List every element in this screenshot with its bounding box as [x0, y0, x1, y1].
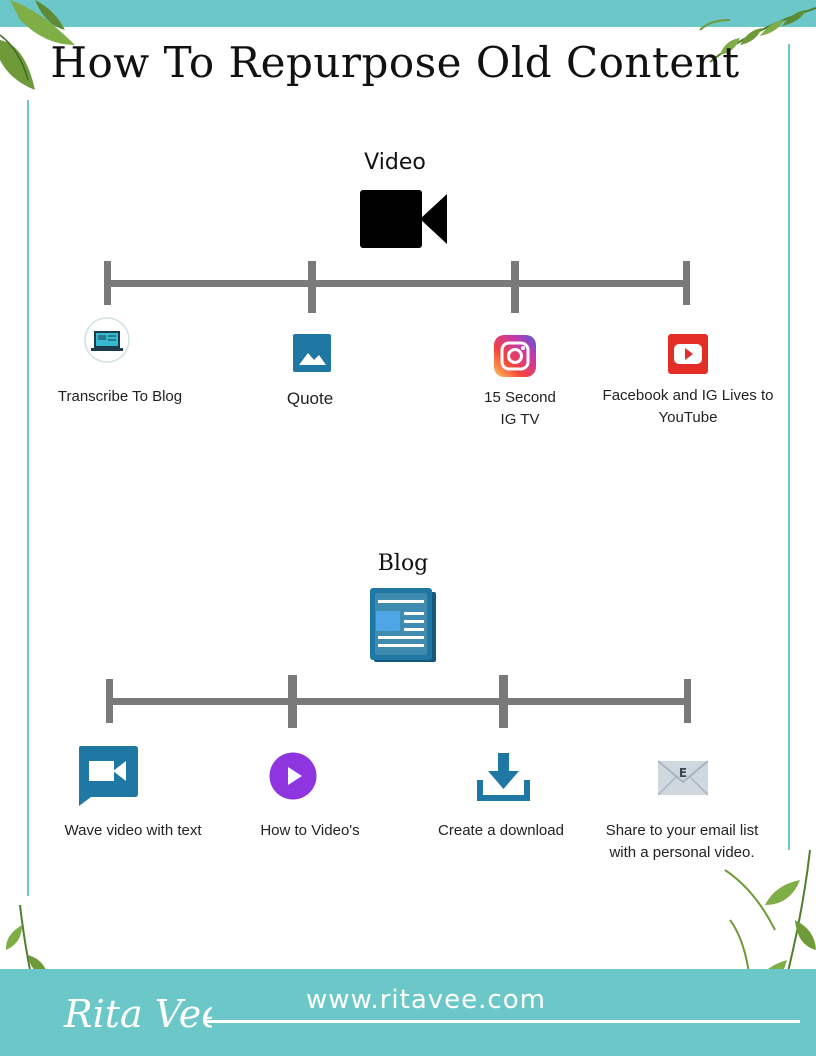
blog-section-label: Blog [377, 551, 429, 576]
video-section-label: Video [364, 150, 426, 175]
top-right-leaves-decoration [699, 7, 816, 63]
laptop-icon [84, 317, 130, 363]
footer-band [0, 969, 816, 1056]
top-accent-band [0, 0, 816, 27]
blog-item-label-wave: Wave video with text [64, 822, 202, 839]
frame-right-border [788, 44, 790, 850]
play-icon[interactable] [269, 752, 317, 800]
frame-left-border [27, 100, 29, 896]
rita-vee-logo: Rita Vee [63, 992, 212, 1036]
video-item-label-igtv: 15 Second IG TV [484, 389, 556, 428]
top-left-leaves-decoration [0, 0, 75, 90]
blog-item-label-email: Share to your email list with a personal… [605, 822, 759, 861]
instagram-icon [494, 335, 536, 377]
svg-text:E: E [679, 766, 687, 780]
video-camera-icon [360, 190, 447, 248]
youtube-icon [668, 334, 708, 374]
blog-item-label-download: Create a download [438, 822, 564, 839]
article-icon [370, 588, 436, 662]
blog-item-label-howto: How to Video's [260, 822, 360, 839]
email-icon: E [658, 760, 708, 796]
svg-text:Rita Vee: Rita Vee [63, 992, 212, 1036]
image-icon [293, 334, 331, 372]
video-timeline [104, 261, 690, 313]
video-item-label-transcribe: Transcribe To Blog [57, 388, 183, 405]
blog-timeline [106, 675, 691, 728]
video-item-label-quote: Quote [286, 389, 334, 408]
download-icon[interactable] [477, 753, 530, 801]
video-chat-icon [79, 746, 138, 806]
video-item-label-youtube: Facebook and IG Lives to YouTube [602, 387, 774, 426]
footer-website-link[interactable]: www.ritavee.com [306, 985, 546, 1015]
page-title: How To Repurpose Old Content [50, 38, 740, 87]
footer-divider-line [205, 1020, 800, 1023]
